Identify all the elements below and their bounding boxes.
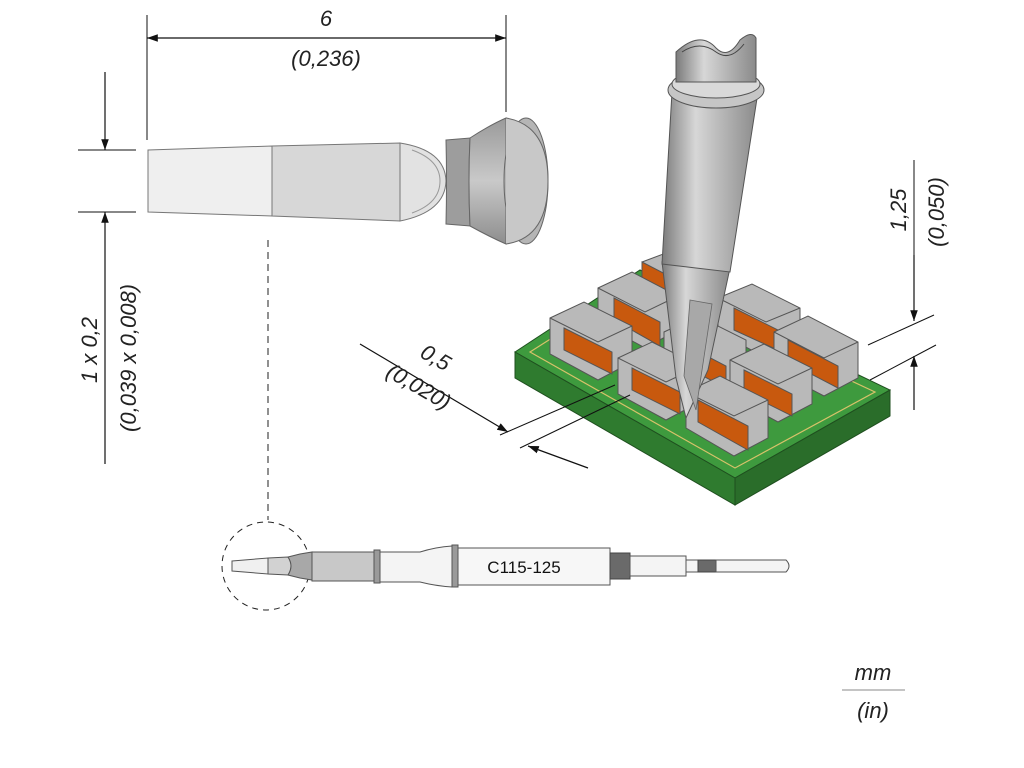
blade-in-label: (0,039 x 0,008) [116,284,141,432]
height-dimension: 1,25 (0,050) [867,160,949,410]
blade-dimension: 1 x 0,2 (0,039 x 0,008) [77,72,141,464]
smd-component [549,301,633,381]
pitch-mm-label: 0,5 [416,339,456,376]
units-mm: mm [855,660,892,685]
enlarged-tip [147,117,549,520]
height-mm-label: 1,25 [886,188,911,232]
units-legend: mm (in) [842,660,905,723]
length-mm-label: 6 [320,6,333,31]
blade-mm-label: 1 x 0,2 [77,317,102,383]
length-in-label: (0,236) [291,46,361,71]
soldering-tip-3d [661,34,765,420]
height-in-label: (0,050) [924,177,949,247]
cartridge: C115-125 [221,521,790,611]
units-in: (in) [857,698,889,723]
part-number-label: C115-125 [487,558,560,577]
smd-component [685,375,769,457]
length-dimension: 6 (0,236) [146,6,507,140]
